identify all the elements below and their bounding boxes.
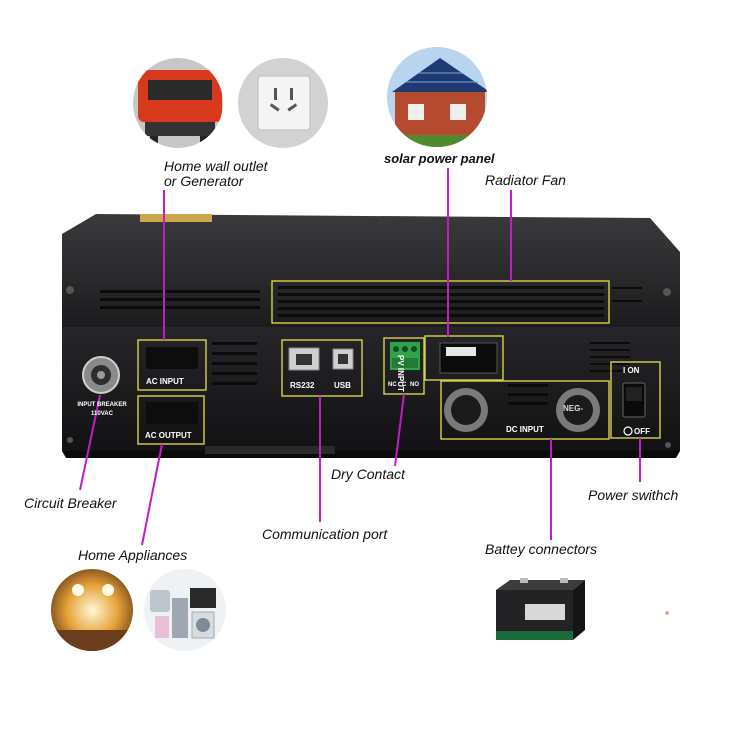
power-switch-label: Power swithch bbox=[588, 487, 679, 503]
rs232-port bbox=[288, 347, 320, 371]
leader-dry-contact bbox=[394, 393, 405, 467]
pv-input-label: PV INPUT bbox=[396, 355, 405, 392]
highlight-boxes bbox=[137, 280, 661, 445]
usb-port bbox=[332, 348, 354, 370]
input-breaker-label-line1: INPUT BREAKER bbox=[77, 402, 127, 408]
ac-output-label: AC OUTPUT bbox=[145, 431, 192, 440]
dc-input-box bbox=[440, 380, 610, 440]
dry-contact-c-label: C bbox=[402, 382, 407, 388]
solar-panel-label: solar power panel bbox=[384, 151, 495, 166]
home-appliances-label: Home Appliances bbox=[78, 547, 188, 563]
wall-outlet-label-line2: or Generator bbox=[164, 173, 244, 189]
communication-port-box bbox=[281, 339, 363, 397]
radiator-fan-box bbox=[271, 280, 610, 324]
radiator-fan-label: Radiator Fan bbox=[485, 172, 566, 188]
ac-output-box bbox=[137, 395, 205, 445]
battery-connectors-label: Battey connectors bbox=[485, 541, 598, 557]
input-breaker-label-line2: 110VAC bbox=[91, 411, 113, 417]
solar-house-photo bbox=[387, 47, 487, 147]
circuit-breaker-label: Circuit Breaker bbox=[24, 495, 117, 511]
input-breaker-knob bbox=[82, 356, 120, 394]
generator-photo bbox=[133, 58, 223, 148]
dc-input-label: DC INPUT bbox=[506, 425, 544, 434]
rs232-label: RS232 bbox=[290, 381, 315, 390]
power-switch-box bbox=[610, 361, 661, 439]
appliances-photo bbox=[144, 569, 226, 651]
leader-lines bbox=[79, 168, 641, 546]
switch-off-label: OFF bbox=[634, 427, 650, 436]
power-switch-rocker bbox=[622, 382, 646, 436]
wall-outlet-label-line1: Home wall outlet bbox=[164, 158, 268, 174]
battery-terminals bbox=[444, 388, 600, 432]
pv-input-box bbox=[424, 335, 504, 381]
right-side-vents bbox=[212, 287, 642, 405]
usb-label: USB bbox=[334, 381, 351, 390]
leader-home-appliances bbox=[141, 443, 163, 546]
radiator-vents bbox=[100, 286, 604, 317]
neg-label: NEG- bbox=[563, 404, 583, 413]
battery-photo bbox=[496, 578, 585, 640]
ac-terminals bbox=[146, 347, 198, 424]
home-lighting-photo bbox=[51, 569, 133, 651]
pv-input-terminal bbox=[439, 342, 498, 374]
leader-circuit-breaker bbox=[79, 394, 101, 491]
switch-on-label: I ON bbox=[623, 366, 640, 375]
ac-input-box bbox=[137, 339, 207, 391]
dry-contact-nc-label: NC bbox=[388, 382, 397, 388]
wall-outlet-photo bbox=[238, 58, 328, 148]
dry-contact-label: Dry Contact bbox=[331, 466, 405, 482]
dry-contact-terminal bbox=[390, 342, 420, 370]
ac-input-label: AC INPUT bbox=[146, 377, 184, 386]
dry-contact-no-label: NO bbox=[410, 382, 419, 388]
communication-port-label: Communication port bbox=[262, 526, 388, 542]
